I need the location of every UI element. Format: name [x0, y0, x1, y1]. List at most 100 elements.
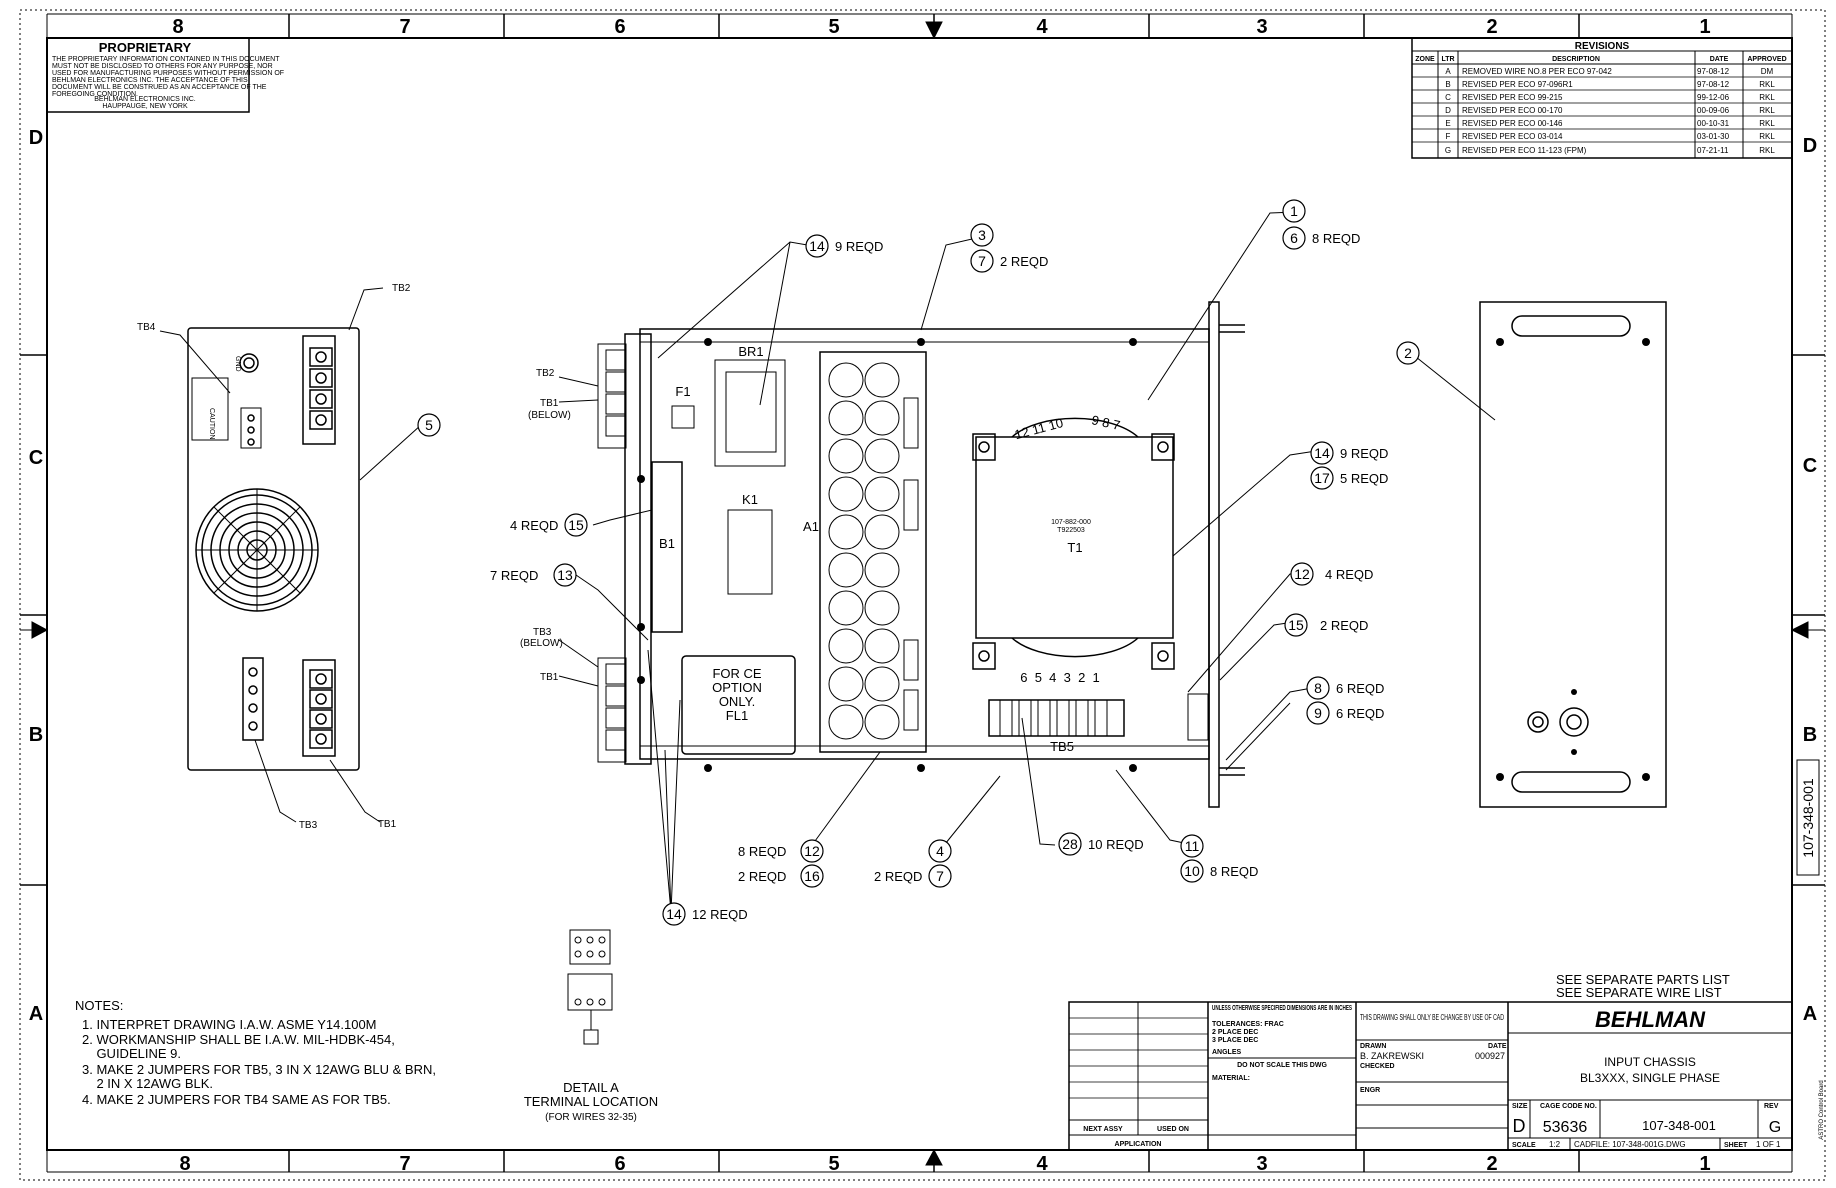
tb-application: APPLICATION — [1115, 1141, 1162, 1148]
tb-scale: 1:2 — [1549, 1140, 1561, 1149]
rev-header-ltr: LTR — [1441, 56, 1454, 63]
notes-title: NOTES: — [75, 998, 123, 1013]
tb-drawn-date: 000927 — [1475, 1051, 1505, 1061]
callout-14-bottom-num: 14 — [666, 906, 682, 922]
detail-a-note: (FOR WIRES 32-35) — [545, 1112, 637, 1123]
leader-lines — [558, 211, 1496, 913]
rev-header-approved: APPROVED — [1747, 56, 1786, 63]
callout-1-num: 1 — [1290, 203, 1298, 219]
fl1-line-2: OPTION — [712, 680, 762, 695]
zone-col-5-top: 5 — [828, 16, 839, 38]
tb-do-not-scale: DO NOT SCALE THIS DWG — [1237, 1062, 1327, 1069]
side-dwg-box — [1796, 759, 1820, 876]
zone-col-8-top: 8 — [172, 16, 183, 38]
callout-8-num: 8 — [1314, 680, 1322, 696]
zone-row-C-left: C — [29, 447, 43, 469]
zone-row-A-left: A — [29, 1003, 43, 1025]
callout-9-qty: 6 REQD — [1336, 706, 1384, 721]
detail-a-title: DETAIL A — [563, 1080, 619, 1095]
zone-col-1-bottom: 1 — [1699, 1153, 1710, 1175]
label-a1: A1 — [803, 519, 819, 534]
callout-10-num: 10 — [1184, 863, 1200, 879]
rev-row-ltr: G — [1445, 146, 1451, 155]
center-arrow-right-icon — [1790, 621, 1825, 639]
fl1-line-4: FL1 — [726, 708, 748, 723]
zone-col-5-bottom: 5 — [828, 1153, 839, 1175]
label-br1: BR1 — [738, 344, 763, 359]
rev-row-date: 00-10-31 — [1697, 119, 1730, 128]
rev-header-description: DESCRIPTION — [1552, 56, 1600, 63]
callout-5-num: 5 — [425, 417, 433, 433]
note-3: 3. MAKE 2 JUMPERS FOR TB5, 3 IN X 12AWG … — [82, 1062, 436, 1077]
rev-row-ltr: C — [1445, 93, 1451, 102]
tb-company-logo: BEHLMAN — [1595, 1007, 1706, 1032]
caution-label: CAUTION — [208, 408, 215, 440]
proprietary-company: BEHLMAN ELECTRONICS INC. — [94, 96, 196, 103]
detail-a-subtitle: TERMINAL LOCATION — [524, 1094, 658, 1109]
label-t1: T1 — [1067, 540, 1082, 555]
callout-17-qty: 5 REQD — [1340, 471, 1388, 486]
callout-6-qty: 8 REQD — [1312, 231, 1360, 246]
tb-drawn-by: B. ZAKREWSKI — [1360, 1051, 1424, 1061]
revisions-table: REVISIONS ZONE LTR DESCRIPTION DATE APPR… — [1411, 37, 1793, 159]
tb-drawn-label: DRAWN — [1360, 1043, 1386, 1050]
tb-material: MATERIAL: — [1212, 1075, 1250, 1082]
callout-balloons — [417, 199, 1420, 926]
rev-row-ltr: F — [1446, 132, 1451, 141]
proprietary-line-2: MUST NOT BE DISCLOSED TO OTHERS FOR ANY … — [52, 63, 273, 70]
chassis-top-view — [597, 301, 1245, 808]
tb-used-on: USED ON — [1157, 1126, 1189, 1133]
callout-12-right-qty: 4 REQD — [1325, 567, 1373, 582]
rev-row-date: 00-09-06 — [1697, 106, 1730, 115]
see-parts-list: SEE SEPARATE PARTS LIST — [1556, 972, 1730, 987]
zone-row-D-left: D — [29, 127, 43, 149]
zone-col-7-bottom: 7 — [399, 1153, 410, 1175]
callout-14-right-qty: 9 REQD — [1340, 446, 1388, 461]
tb-cage: 53636 — [1543, 1119, 1588, 1136]
rev-row-ltr: A — [1445, 67, 1451, 76]
rev-row-appr: RKL — [1759, 93, 1775, 102]
proprietary-line-4: BEHLMAN ELECTRONICS INC. THE ACCEPTANCE … — [52, 77, 248, 84]
zone-col-6-bottom: 6 — [614, 1153, 625, 1175]
zone-col-8-bottom: 8 — [179, 1153, 190, 1175]
tb-checked: CHECKED — [1360, 1063, 1395, 1070]
zone-row-D-right: D — [1803, 135, 1817, 157]
callout-15-left-qty: 4 REQD — [510, 518, 558, 533]
label-tb1-below: TB1 — [540, 398, 559, 409]
callout-8-qty: 6 REQD — [1336, 681, 1384, 696]
rev-row-date: 97-08-12 — [1697, 80, 1730, 89]
callout-4-num: 4 — [936, 843, 944, 859]
center-arrow-left-icon — [20, 621, 49, 639]
rev-row-appr: DM — [1761, 67, 1774, 76]
callout-15-right-num: 15 — [1288, 617, 1304, 633]
zone-row-C-right: C — [1803, 455, 1817, 477]
tb-2-place: 2 PLACE DEC — [1212, 1029, 1258, 1036]
callout-9-num: 9 — [1314, 705, 1322, 721]
tb-sheet: 1 OF 1 — [1756, 1140, 1781, 1149]
callout-10-qty: 8 REQD — [1210, 864, 1258, 879]
rev-row-appr: RKL — [1759, 146, 1775, 155]
callout-13-qty: 7 REQD — [490, 568, 538, 583]
callout-7-bottom-qty: 2 REQD — [874, 869, 922, 884]
proprietary-title: PROPRIETARY — [99, 40, 192, 55]
label-t1-sub: T922503 — [1057, 527, 1085, 534]
callout-28-num: 28 — [1062, 836, 1078, 852]
label-t1-part: 107-882-000 — [1051, 519, 1091, 526]
note-1: 1. INTERPRET DRAWING I.A.W. ASME Y14.100… — [82, 1017, 377, 1032]
callout-17-num: 17 — [1314, 470, 1330, 486]
astro-label: ASTRO Control Board — [1819, 1080, 1825, 1139]
label-tb5: TB5 — [1050, 739, 1074, 754]
zone-row-B-right: B — [1803, 724, 1817, 746]
rev-row-desc: REVISED PER ECO 03-014 — [1462, 132, 1563, 141]
callout-13-num: 13 — [557, 567, 573, 583]
callout-2-num: 2 — [1404, 345, 1412, 361]
zone-col-2-bottom: 2 — [1486, 1153, 1497, 1175]
label-tb2-rear: TB2 — [392, 283, 411, 294]
proprietary-line-6: FOREGOING CONDITION. — [52, 91, 138, 98]
zone-col-7-top: 7 — [399, 16, 410, 38]
tb-next-assy: NEXT ASSY — [1083, 1126, 1123, 1133]
title-block — [1068, 1001, 1793, 1151]
tb-size: D — [1513, 1116, 1526, 1136]
callout-14-right-num: 14 — [1314, 445, 1330, 461]
fl1-line-1: FOR CE — [712, 666, 761, 681]
